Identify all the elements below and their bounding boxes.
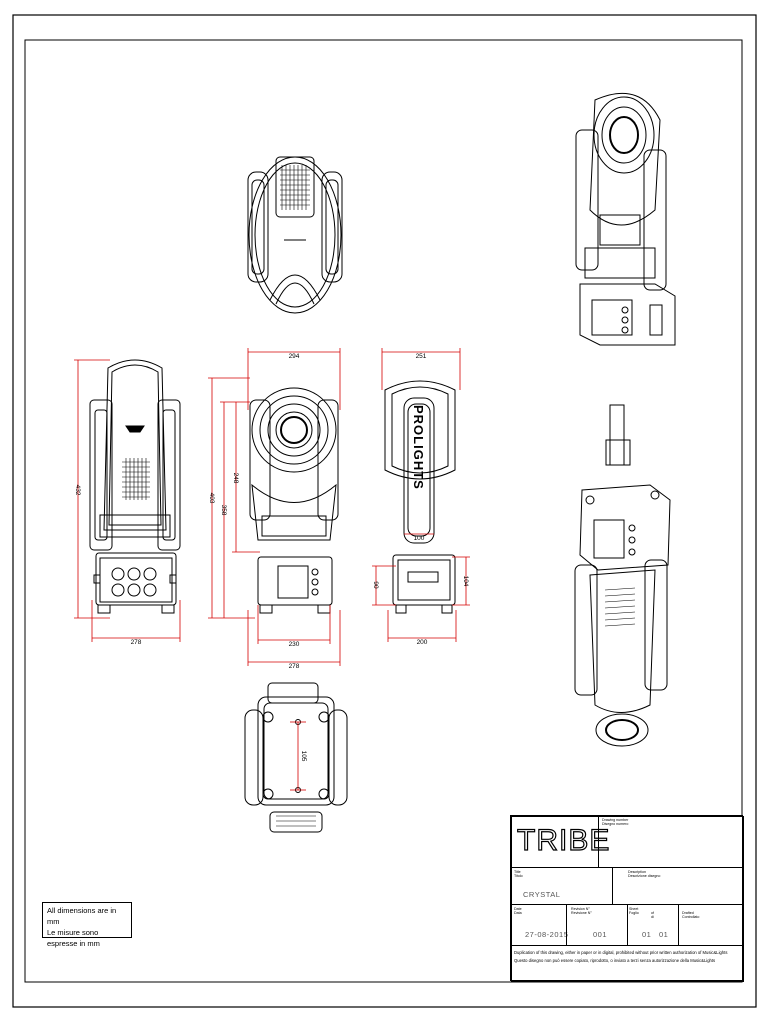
iso-view-inverted — [574, 404, 671, 747]
dim-rear-base-left: 90 — [372, 581, 379, 589]
sheet-label-it: Foglio — [629, 911, 639, 916]
legal-notice: Duplication of this drawing, either in p… — [514, 949, 742, 965]
bottom-view — [244, 682, 348, 833]
drawing-number-label-en: Drawing number — [602, 818, 629, 822]
dim-front-width: 278 — [131, 639, 142, 646]
side-view — [249, 387, 339, 614]
units-note-it: Le misure sono espresse in mm — [47, 928, 100, 948]
revision-label: Revision N° Revisione N° — [571, 907, 592, 915]
of-value: 01 — [659, 930, 669, 939]
of-label: of di — [651, 911, 654, 919]
sheet-label-en: Sheet — [629, 907, 639, 911]
dim-rear-head-width: 251 — [416, 353, 427, 360]
date-label: Date Data — [514, 907, 522, 915]
iso-view-upright — [575, 92, 676, 346]
dim-side-overall-width: 278 — [289, 663, 300, 670]
drafted-label-it: Controllato — [682, 915, 700, 920]
title-label: Title Titolo — [514, 870, 523, 878]
drafted-label-en: Drafted — [682, 911, 694, 915]
title-value: CRYSTAL — [523, 890, 561, 899]
inner-border — [24, 39, 743, 983]
title-cell — [511, 867, 613, 905]
dimension-lines — [74, 348, 470, 791]
legal-cell — [511, 945, 744, 982]
title-label-it: Titolo — [514, 874, 523, 879]
outer-border — [12, 14, 757, 1008]
dim-side-mid-height: 358 — [220, 505, 227, 516]
sheet-value: 01 — [642, 930, 652, 939]
legal-notice-en: Duplication of this drawing, either in p… — [514, 950, 728, 955]
drawing-number-label-it: Disegno numero — [602, 822, 629, 827]
drafted-label: Drafted Controllato — [682, 911, 699, 919]
brand-on-arm: PROLIGHTS — [411, 405, 426, 490]
title-label-en: Title — [514, 870, 521, 874]
date-label-en: Date — [514, 907, 522, 911]
revision-value: 001 — [593, 930, 608, 939]
rear-view — [384, 380, 456, 614]
dim-side-base-width: 230 — [289, 641, 300, 648]
dim-side-head-height: 248 — [232, 473, 239, 484]
dim-rear-base-right: 104 — [462, 576, 469, 587]
drawing-number-label: Drawing number Disegno numero — [602, 818, 628, 826]
date-label-it: Data — [514, 911, 522, 916]
tribe-logo: TRIBE — [516, 823, 611, 857]
description-label-it: Descrizione disegno — [628, 874, 661, 879]
dim-rear-yoke-width: 100 — [414, 535, 425, 542]
dim-front-height: 432 — [74, 485, 81, 496]
top-view — [247, 156, 343, 314]
dim-side-head-width: 294 — [289, 353, 300, 360]
dim-rear-base-width: 200 — [417, 639, 428, 646]
description-label: Description Descrizione disegno — [628, 870, 660, 878]
front-view — [89, 359, 181, 614]
units-note: All dimensions are in mm Le misure sono … — [42, 902, 132, 948]
of-label-en: of — [651, 911, 654, 915]
description-label-en: Description — [628, 870, 646, 874]
title-block: TRIBE Drawing number Disegno numero Titl… — [510, 815, 744, 982]
dim-side-total-height: 403 — [208, 493, 215, 504]
revision-label-it: Revisione N° — [571, 911, 592, 916]
date-value: 27-08-2015 — [525, 930, 569, 939]
dim-bottom-hole-spacing: 105 — [300, 751, 307, 762]
sheet-label: Sheet Foglio — [629, 907, 639, 915]
units-note-en: All dimensions are in mm — [47, 906, 117, 926]
revision-label-en: Revision N° — [571, 907, 590, 911]
of-label-it: di — [651, 915, 654, 920]
legal-notice-it: Questo disegno non può essere copiato, r… — [514, 958, 716, 963]
